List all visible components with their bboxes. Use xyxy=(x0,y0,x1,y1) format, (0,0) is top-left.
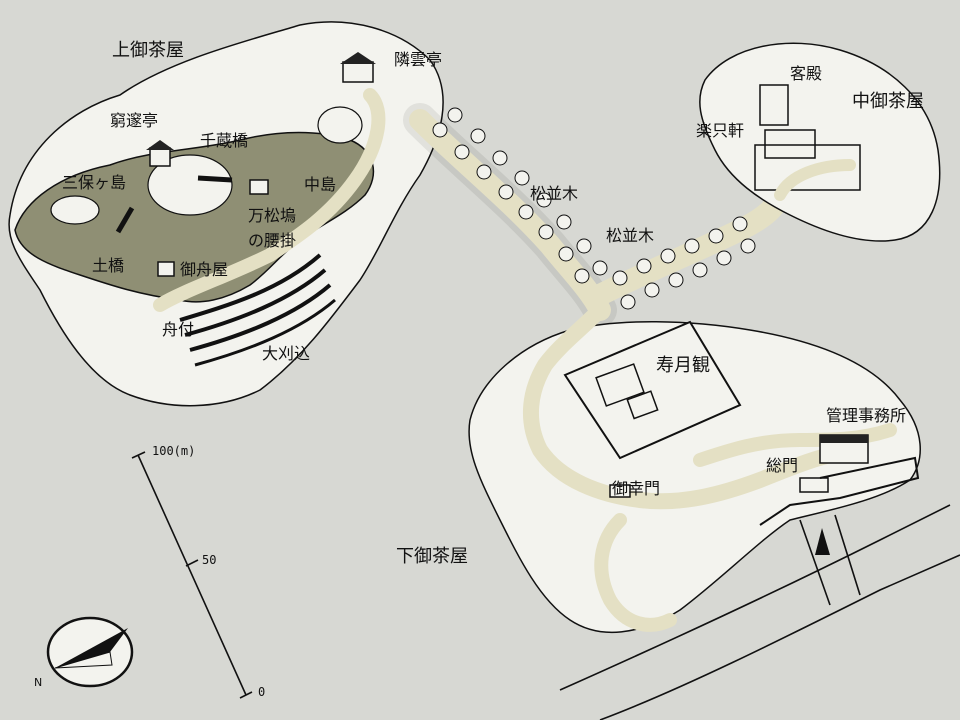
label-okarikomi: 大刈込 xyxy=(262,344,311,363)
rinuntei-roof xyxy=(340,52,376,64)
area-label-upper: 上御茶屋 xyxy=(112,40,184,61)
label-jugetsukan: 寿月観 xyxy=(656,355,710,376)
entrance-road-right xyxy=(834,514,861,596)
jugetsukan-building xyxy=(595,363,645,407)
label-kyusuitei: 窮邃亭 xyxy=(110,111,159,130)
label-funatsuki: 舟付 xyxy=(162,320,195,339)
upper-garden-path xyxy=(153,88,386,312)
kyusuitei-building xyxy=(149,147,171,167)
area-label-lower: 下御茶屋 xyxy=(396,546,468,567)
compass-needle-icon xyxy=(55,628,128,668)
lower-garden-area xyxy=(468,302,921,634)
lower-garden-path-2 xyxy=(594,513,677,632)
label-koshikake: の腰掛 xyxy=(248,231,297,250)
scale-tick-bottom xyxy=(239,691,253,699)
small-island xyxy=(317,106,363,144)
entrance-arrow-icon xyxy=(815,528,830,555)
scale-tick-top xyxy=(131,451,146,459)
scale-label-top: 100(m) xyxy=(152,444,196,458)
label-banshoryo: 万松塢 xyxy=(248,206,297,225)
mihogashima-island xyxy=(50,195,100,225)
label-miyukimon: 御幸門 xyxy=(612,479,661,498)
jugetsukan-annex xyxy=(626,390,659,420)
ofuneya-building xyxy=(157,261,175,277)
label-nakajima: 中島 xyxy=(304,175,337,194)
label-rakushiken: 楽只軒 xyxy=(696,121,745,140)
label-dobashi: 土橋 xyxy=(92,256,125,275)
label-mihogashima: 三保ヶ島 xyxy=(62,173,127,192)
road-edge-2 xyxy=(599,554,960,720)
okarikomi-hedge-2 xyxy=(184,268,327,337)
pine-avenue-upper-path xyxy=(409,109,611,321)
miyukimon-gate xyxy=(609,484,631,498)
label-kanri-jimusho: 管理事務所 xyxy=(826,406,907,425)
upper-pond xyxy=(14,131,375,303)
compass-needle-light xyxy=(54,651,113,669)
pine-avenue-middle-path xyxy=(589,184,791,306)
label-kyakuden: 客殿 xyxy=(790,64,823,83)
label-ofuneya: 御舟屋 xyxy=(180,260,229,279)
label-matsunamiki-upper: 松並木 xyxy=(530,184,579,203)
roads xyxy=(559,504,960,720)
middle-garden-path xyxy=(774,159,856,201)
middle-garden-area xyxy=(699,42,941,242)
label-somon: 総門 xyxy=(766,456,799,475)
label-chitosebashi: 千蔵橋 xyxy=(200,131,249,150)
compass-north-label: N xyxy=(34,676,43,689)
scale-label-zero: 0 xyxy=(258,685,266,699)
scale-tick-mid xyxy=(185,559,199,567)
label-matsunamiki-middle: 松並木 xyxy=(606,226,655,245)
lower-boundary-wall xyxy=(759,456,920,526)
nakajima-shelter xyxy=(249,179,269,195)
rinuntei-building xyxy=(342,61,374,83)
pine-avenues xyxy=(403,103,791,327)
somon-gate xyxy=(799,477,829,493)
dobashi-bridge xyxy=(115,206,135,234)
entrance-road-left xyxy=(799,519,831,606)
scale-bar xyxy=(131,451,253,699)
kanri-jimusho-roof xyxy=(820,435,868,443)
scale-label-mid: 50 xyxy=(202,553,217,567)
rakushiken-building xyxy=(764,129,816,159)
nakajima-island xyxy=(147,154,233,216)
area-label-middle: 中御茶屋 xyxy=(852,91,924,112)
compass xyxy=(46,616,134,688)
upper-garden-area xyxy=(8,21,444,407)
kyusuitei-roof xyxy=(146,140,174,150)
middle-compound-wall xyxy=(754,144,861,191)
label-rinuntei: 隣雲亭 xyxy=(394,50,443,69)
lower-garden-path-1 xyxy=(522,302,838,510)
okarikomi-hedge-4 xyxy=(194,298,336,367)
jugetsukan-compound xyxy=(563,320,742,460)
okarikomi-hedge-1 xyxy=(179,253,322,322)
scale-line xyxy=(137,454,247,696)
chitosebashi-bridge xyxy=(197,175,233,183)
road-edge-1 xyxy=(559,504,951,691)
kyakuden-building xyxy=(759,84,789,126)
okarikomi-hedge-3 xyxy=(189,283,332,352)
